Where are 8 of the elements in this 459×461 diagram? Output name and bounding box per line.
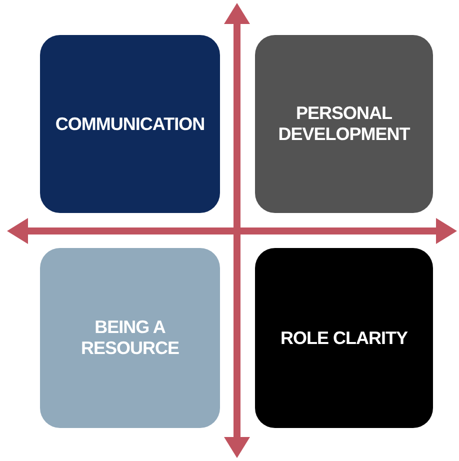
quadrant-label: COMMUNICATION	[55, 114, 205, 134]
quadrant-box	[40, 248, 220, 428]
quadrant-box	[255, 35, 433, 213]
quadrant-box	[40, 35, 220, 213]
quadrant-label: ROLE CLARITY	[280, 328, 408, 348]
quadrant-label: BEING A RESOURCE	[80, 317, 180, 359]
quadrant-label: PERSONAL DEVELOPMENT	[277, 103, 411, 145]
quadrant-box	[255, 248, 433, 428]
